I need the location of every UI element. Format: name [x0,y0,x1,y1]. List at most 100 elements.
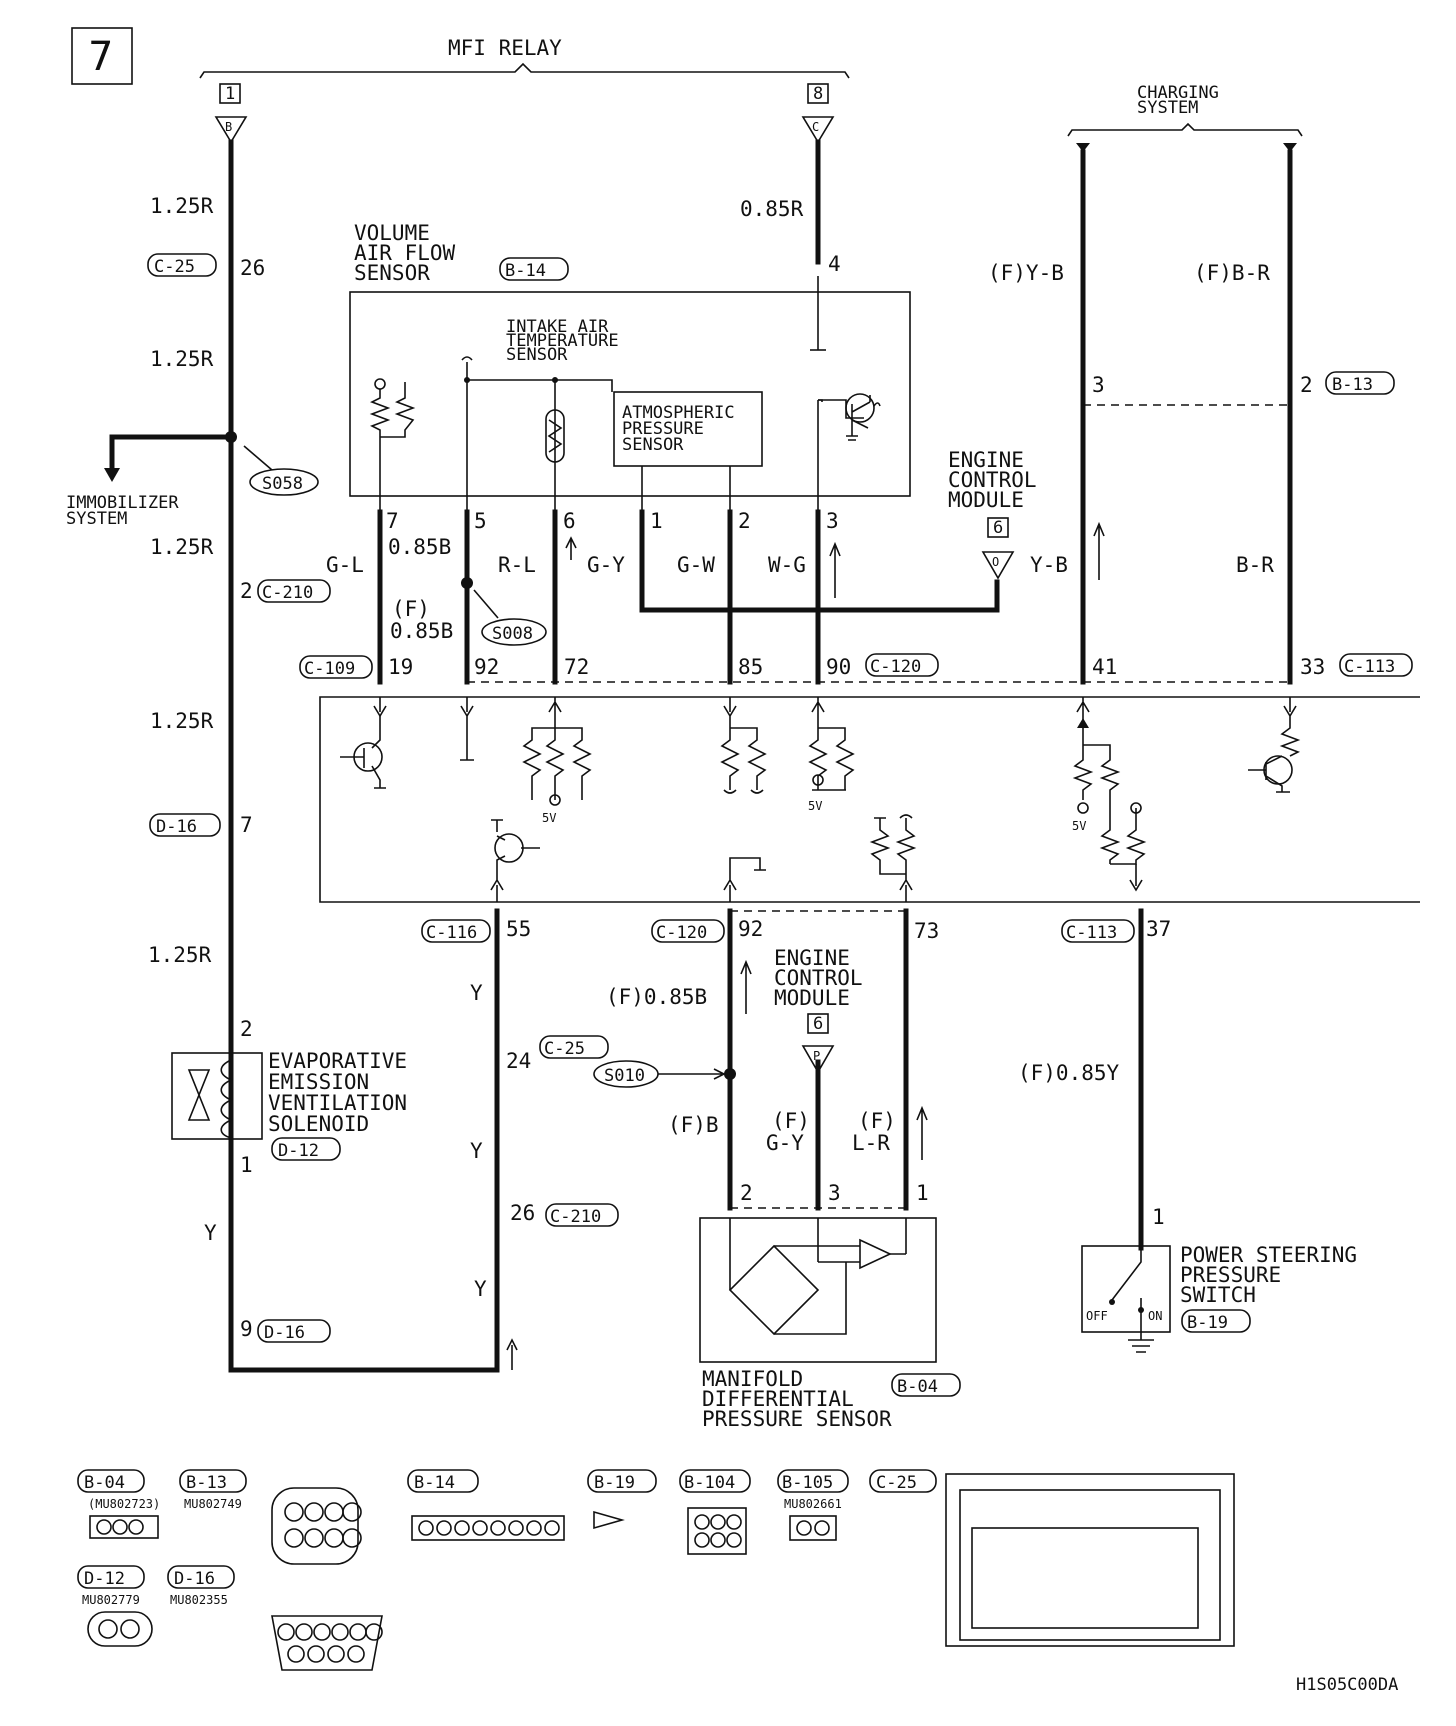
mdp-pin-3: 3 [828,1181,841,1205]
vaf-resistor-1 [369,389,391,437]
conn-c25: C-25 [154,257,195,277]
pin-72: 72 [564,655,589,679]
charging-term-1 [1076,143,1090,152]
ecm2-label-1: ENGINE [774,946,850,970]
aps-label-1: ATMOSPHERIC [622,403,735,423]
wire-rl-label: R-L [498,553,536,577]
wire-fgy-b-label: G-Y [766,1131,804,1155]
conn-b13: B-13 [1332,375,1373,395]
mdp-label-3: PRESSURE SENSOR [702,1407,892,1431]
ecm-5v-3: 5V [1072,819,1086,833]
wire-fb-label: (F)B [668,1113,719,1137]
conn-c25-pill [147,253,217,277]
wire-y-1: Y [204,1221,217,1245]
ps-off: OFF [1086,1309,1108,1323]
charging-title-1: CHARGING [1137,83,1219,103]
ps-label-1: POWER STEERING [1180,1243,1357,1267]
splice-s058-label: S058 [262,474,303,494]
wire-fbr-label: (F)B-R [1194,261,1270,285]
evap-valve-symbol [187,1069,211,1121]
wire-085r: 0.85R [740,197,804,221]
ps-switch-box [1081,1245,1171,1333]
b13-pin-3: 3 [1092,373,1105,397]
wire-yb-label: Y-B [1030,553,1068,577]
aps-sensor-box [613,391,763,467]
ecm2-label-3: MODULE [774,986,850,1010]
wire-f-label: (F) [392,597,430,621]
pin-7-d16: 7 [240,813,253,837]
pin-33: 33 [1300,655,1325,679]
mdp-label-2: DIFFERENTIAL [702,1387,854,1411]
vaf-pin-7: 7 [386,509,399,533]
conn-c25-b: C-25 [544,1039,585,1059]
legend-b105-part: MU802661 [784,1497,842,1511]
vaf-pin-1: 1 [650,509,663,533]
sol-pin-1: 1 [240,1153,253,1177]
conn-b14: B-14 [505,261,546,281]
mfi-pin8: 8 [813,84,823,104]
aps-label-3: SENSOR [622,435,684,455]
evap-label-4: SOLENOID [268,1112,369,1136]
iat-label-3: SENSOR [506,345,568,365]
evap-coil [220,1059,233,1139]
evap-solenoid-box [171,1052,263,1140]
pin-37: 37 [1146,917,1171,941]
wire-085b2-label: 0.85B [390,619,453,643]
conn-d16-b: D-16 [264,1323,305,1343]
conn-c113-b: C-113 [1066,923,1117,943]
wire-gy-label: G-Y [587,553,625,577]
wire-f085b-label: (F)0.85B [606,985,707,1009]
mfi-pin-b: B [225,120,232,134]
legend-b13-part: MU802749 [184,1497,242,1511]
evap-label-3: VENTILATION [268,1091,407,1115]
legend-d16-part: MU802355 [170,1593,228,1607]
splice-s008-dot [461,577,473,589]
pin-73: 73 [914,919,939,943]
iat-label-2: TEMPERATURE [506,331,619,351]
conn-c120-b: C-120 [656,923,707,943]
wire-125r-4: 1.25R [150,709,214,733]
splice-s010 [593,1060,659,1088]
conn-c116: C-116 [426,923,477,943]
wire-br-label: B-R [1236,553,1274,577]
wire-125r-3: 1.25R [150,535,214,559]
conn-d12: D-12 [278,1141,319,1161]
psw-pin-1: 1 [1152,1205,1165,1229]
wire-gl-label: G-L [326,553,364,577]
wire-gw-label: G-W [677,553,715,577]
sol-pin-2: 2 [240,1017,253,1041]
vaf-label-2: AIR FLOW [354,241,456,265]
vaf-pin-5: 5 [474,509,487,533]
legend-b13: B-13 [186,1473,227,1493]
pin-90: 90 [826,655,851,679]
wire-fgy-a-label: (F) [772,1109,810,1133]
pin-85: 85 [738,655,763,679]
ecm2-pin-6: 6 [813,1014,823,1034]
mdp-label-1: MANIFOLD [702,1367,803,1391]
conn-c109: C-109 [304,659,355,679]
wire-125r-1: 1.25R [150,194,214,218]
legend-d16: D-16 [174,1569,215,1589]
wire-y-4: Y [474,1277,487,1301]
pin-9-d16: 9 [240,1317,253,1341]
aps-label-2: PRESSURE [622,419,704,439]
ecm2-label-2: CONTROL [774,966,863,990]
vaf-pin-2: 2 [738,509,751,533]
ecm-terminal-o-label: O [992,555,999,569]
vaf-sensor-box [349,291,911,497]
conn-b04: B-04 [897,1377,938,1397]
charging-brace [1067,122,1303,137]
splice-s008 [481,618,547,646]
ecm-internal-circuits [340,697,1301,902]
mdp-bridge [728,1218,907,1336]
mfi-pin8-box [807,83,829,104]
pin-24: 24 [506,1049,531,1073]
splice-s010-dot [724,1068,736,1080]
mfi-pin1-box [219,83,241,104]
charging-term-2 [1283,143,1297,152]
immobilizer-label-2: SYSTEM [66,509,127,529]
mfi-relay-brace [199,62,850,79]
wire-flr-a-label: (F) [858,1109,896,1133]
iat-thermistor [545,409,565,463]
